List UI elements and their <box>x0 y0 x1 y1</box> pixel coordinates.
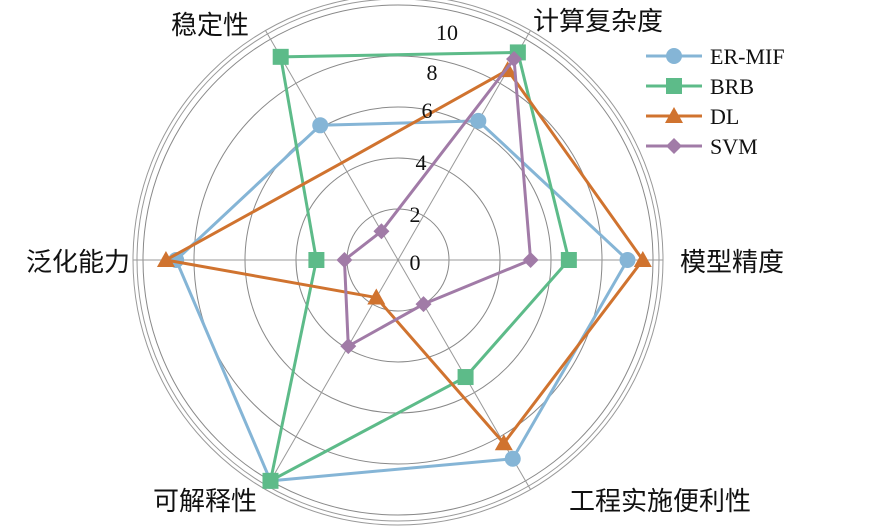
legend-label: BRB <box>710 74 754 99</box>
circle-marker-icon <box>666 48 682 64</box>
radial-tick-label: 2 <box>410 202 421 227</box>
diamond-marker-icon <box>666 138 682 154</box>
data-point-dl <box>367 288 386 305</box>
data-point-svm <box>373 223 390 240</box>
category-label: 稳定性 <box>171 11 249 40</box>
radial-tick-label: 6 <box>422 98 433 123</box>
data-point-dl <box>156 251 175 267</box>
data-point-er-mif <box>470 112 487 129</box>
data-point-er-mif <box>504 450 521 467</box>
series-line-er-mif <box>174 119 629 483</box>
radial-tick-label: 4 <box>416 150 427 175</box>
data-point-er-mif <box>312 117 329 134</box>
legend-label: ER-MIF <box>710 44 785 69</box>
data-point-svm <box>336 252 353 268</box>
radar-grid <box>132 0 664 526</box>
data-point-brb <box>272 48 289 65</box>
legend-label: SVM <box>710 134 758 159</box>
radar-series <box>156 44 652 489</box>
triangle-marker-icon <box>665 107 683 123</box>
radial-tick-label: 8 <box>427 60 438 85</box>
legend-item-dl: DL <box>646 104 739 129</box>
data-point-svm <box>506 51 523 68</box>
radial-tick-label: 0 <box>410 250 421 275</box>
radial-tick-label: 10 <box>436 20 458 45</box>
legend: ER-MIF BRB DL SVM <box>646 44 785 159</box>
data-point-svm <box>340 338 357 355</box>
data-point-brb <box>308 252 325 268</box>
category-label: 工程实施便利性 <box>569 487 751 516</box>
data-point-svm <box>415 296 432 313</box>
axis-spoke <box>265 30 399 261</box>
data-point-brb <box>560 252 577 268</box>
legend-item-brb: BRB <box>646 74 754 99</box>
radial-tick-labels: 0 2 4 6 8 10 <box>410 20 459 275</box>
category-label: 模型精度 <box>680 248 784 277</box>
legend-label: DL <box>710 104 739 129</box>
data-point-brb <box>262 472 279 489</box>
category-label: 泛化能力 <box>26 248 130 277</box>
category-label: 计算复杂度 <box>533 7 663 36</box>
square-marker-icon <box>666 78 682 94</box>
data-point-brb <box>457 369 474 386</box>
category-label: 可解释性 <box>153 487 257 516</box>
legend-item-er-mif: ER-MIF <box>646 44 785 69</box>
legend-item-svm: SVM <box>646 134 758 159</box>
data-point-er-mif <box>619 252 636 268</box>
data-point-dl <box>633 251 652 267</box>
outer-frame-ring <box>132 0 664 526</box>
data-point-svm <box>522 252 539 268</box>
data-point-dl <box>494 434 513 451</box>
